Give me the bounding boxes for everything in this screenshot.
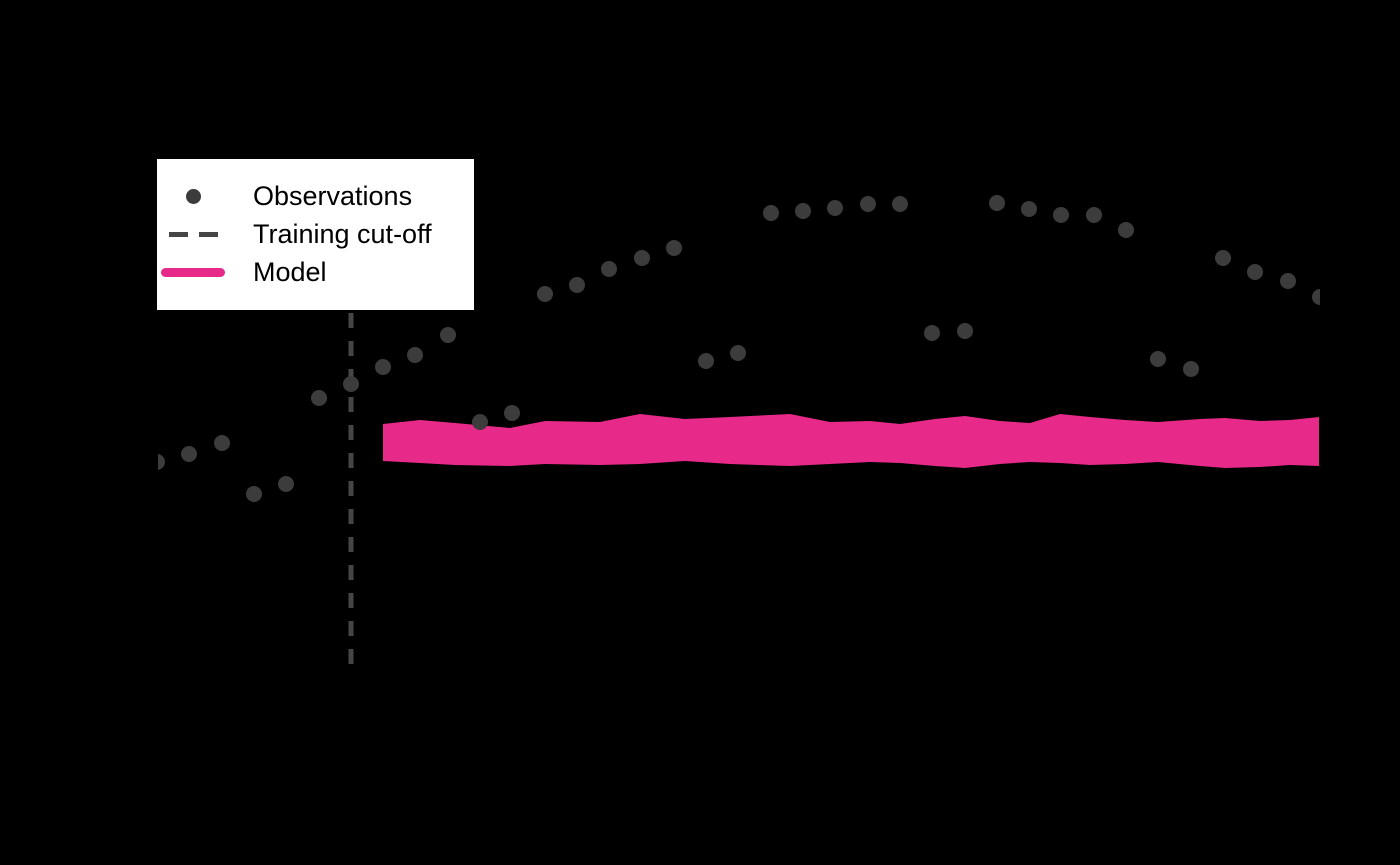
observation-dot [1150, 351, 1166, 367]
observation-dot [1053, 207, 1069, 223]
observation-dot [343, 376, 359, 392]
marker-col [157, 189, 229, 204]
observation-dot [1215, 250, 1231, 266]
observation-dot [795, 203, 811, 219]
model-band [383, 414, 1319, 468]
observation-dot [924, 325, 940, 341]
observation-dot [827, 200, 843, 216]
observation-dot [246, 486, 262, 502]
marker-col [157, 268, 229, 277]
marker-col [157, 232, 229, 237]
observation-dot [1247, 264, 1263, 280]
legend-label-model: Model [253, 257, 327, 287]
observation-dot [214, 435, 230, 451]
observation-dot [730, 345, 746, 361]
legend-item-observations: Observations [157, 178, 474, 216]
observation-dot [407, 347, 423, 363]
legend-item-cutoff: Training cut-off [157, 216, 474, 254]
observation-dot [1183, 361, 1199, 377]
observation-dot [892, 196, 908, 212]
observation-dot [860, 196, 876, 212]
observation-dot [537, 286, 553, 302]
observations-dot-icon [185, 189, 201, 204]
observations-group [158, 195, 1320, 502]
observation-dot [1280, 273, 1296, 289]
observation-dot [763, 205, 779, 221]
observation-dot [181, 446, 197, 462]
observation-dot [278, 476, 294, 492]
observation-dot [504, 405, 520, 421]
observation-dot [440, 327, 456, 343]
dashed-line-icon [168, 232, 218, 237]
observation-dot [472, 414, 488, 430]
observation-dot [311, 390, 327, 406]
observation-dot [957, 323, 973, 339]
model-line-icon [161, 268, 225, 277]
legend-label-observations: Observations [253, 181, 413, 211]
observation-dot [375, 359, 391, 375]
observation-dot [989, 195, 1005, 211]
legend: Observations Training cut-off Model [157, 159, 474, 310]
observation-dot [569, 277, 585, 293]
observation-dot [666, 240, 682, 256]
legend-label-cutoff: Training cut-off [253, 219, 432, 249]
legend-item-model: Model [157, 254, 474, 292]
observation-dot [1312, 289, 1320, 305]
observation-dot [698, 353, 714, 369]
observation-dot [158, 454, 165, 470]
observation-dot [1118, 222, 1134, 238]
observation-dot [601, 261, 617, 277]
observation-dot [1021, 201, 1037, 217]
observation-dot [634, 250, 650, 266]
observation-dot [1086, 207, 1102, 223]
